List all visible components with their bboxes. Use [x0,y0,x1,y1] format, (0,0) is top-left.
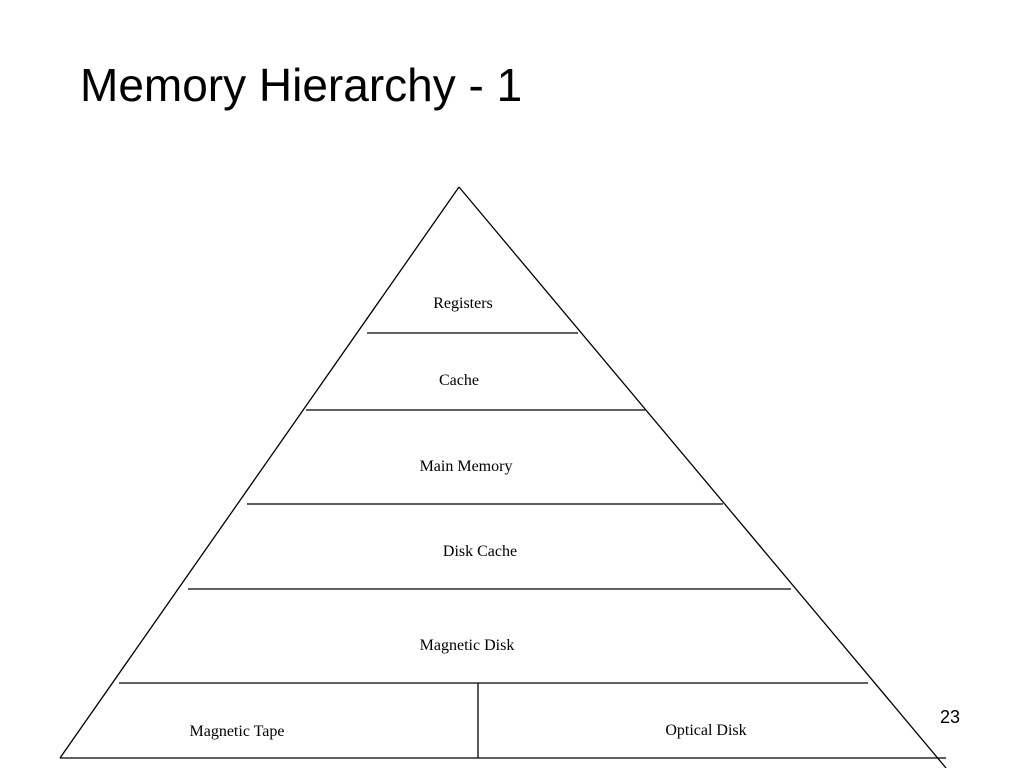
slide-number: 23 [940,707,961,727]
base-label-magnetic-tape: Magnetic Tape [190,723,285,740]
level-label-disk-cache: Disk Cache [443,543,517,560]
level-label-registers: Registers [433,295,493,312]
slide-title: Memory Hierarchy - 1 [80,59,523,111]
level-label-cache: Cache [439,372,479,389]
pyramid-right-edge [458,186,947,768]
pyramid-left-edge [59,186,460,759]
level-label-main-memory: Main Memory [420,458,513,475]
base-label-optical-disk: Optical Disk [665,722,746,739]
level-label-magnetic-disk: Magnetic Disk [420,637,515,654]
